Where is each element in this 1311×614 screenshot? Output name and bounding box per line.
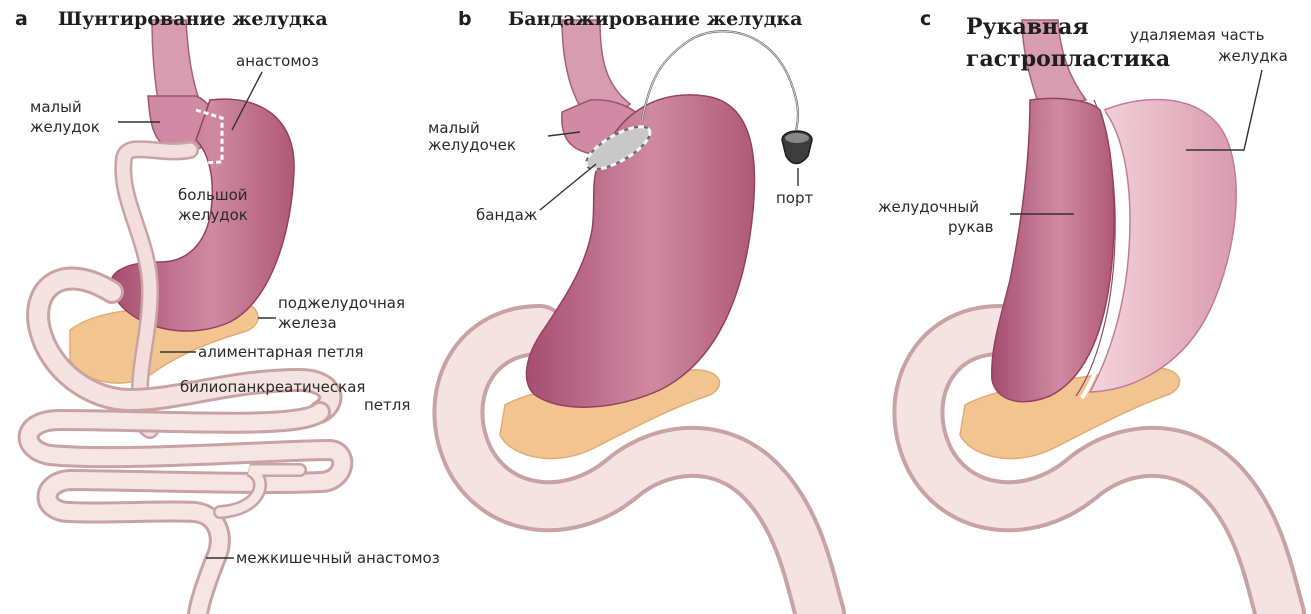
- panel-c-title-line2: гастропластика: [966, 46, 1170, 72]
- panel-c: c Рукавная гастропластика удаляемая част…: [878, 8, 1288, 614]
- label-biliopancreatic-line2: петля: [364, 396, 410, 414]
- leader-band: [540, 164, 596, 210]
- panel-c-title-line1: Рукавная: [966, 14, 1089, 40]
- label-small-stomach-line1: малый: [30, 98, 82, 116]
- panel-b-letter: b: [458, 8, 472, 30]
- label-anastomosis: анастомоз: [236, 52, 319, 70]
- label-removed-line1: удаляемая часть: [1130, 26, 1264, 44]
- label-sleeve-line1: желудочный: [878, 198, 979, 216]
- label-small-ventricle-line2: желудочек: [428, 136, 516, 154]
- label-alimentary-loop: алиментарная петля: [198, 343, 364, 361]
- port-device: [782, 131, 812, 164]
- label-large-stomach-line2: желудок: [178, 206, 248, 224]
- label-sleeve-line2: рукав: [948, 218, 994, 236]
- panel-a: a Шунтирование желудка анастомоз малый ж…: [15, 8, 440, 614]
- label-large-stomach-line1: большой: [178, 186, 248, 204]
- panel-c-letter: c: [920, 8, 931, 30]
- panel-a-letter: a: [15, 8, 28, 30]
- label-port: порт: [776, 189, 814, 207]
- label-biliopancreatic-line1: билиопанкреатическая: [180, 378, 365, 396]
- label-band: бандаж: [476, 206, 537, 224]
- panel-b-title: Бандажирование желудка: [508, 8, 802, 30]
- label-small-ventricle-line1: малый: [428, 119, 480, 137]
- label-pancreas-line2: железа: [278, 314, 337, 332]
- label-small-stomach-line2: желудок: [30, 118, 100, 136]
- label-interintestinal-anastomosis: межкишечный анастомоз: [236, 549, 440, 567]
- label-pancreas-line1: поджелудочная: [278, 294, 405, 312]
- panel-a-title: Шунтирование желудка: [58, 8, 328, 30]
- panel-b: b Бандажирование желудка малый желудочек…: [428, 8, 820, 614]
- label-removed-line2: желудка: [1218, 47, 1288, 65]
